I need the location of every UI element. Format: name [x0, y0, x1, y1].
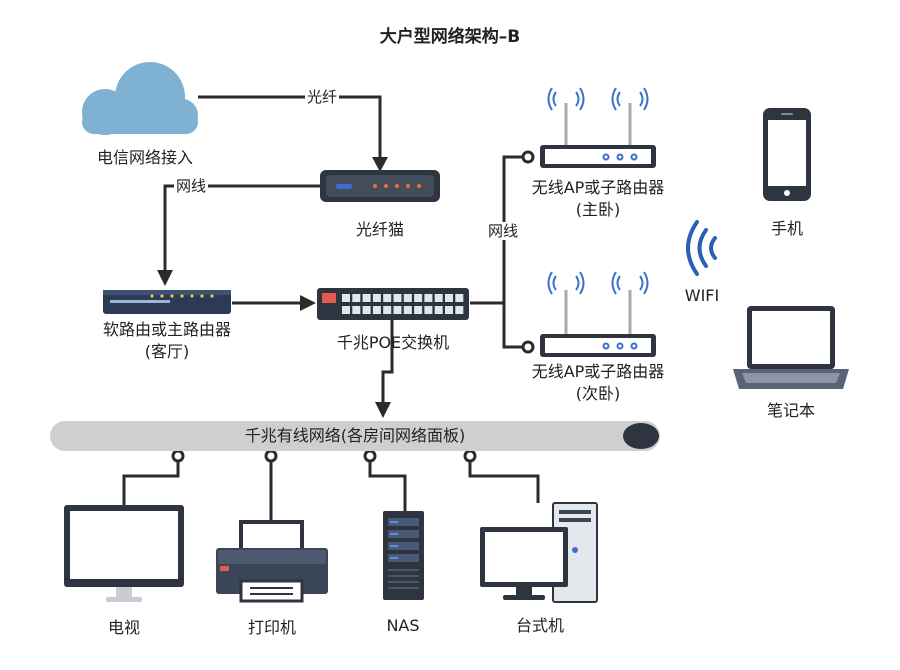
printer-label: 打印机 [247, 618, 296, 637]
modem-router-line [163, 184, 320, 275]
switch-port [434, 306, 443, 314]
nas-icon [383, 511, 424, 600]
poe-switch-icon [317, 288, 469, 320]
fiber-edge-label: 光纤 [305, 88, 340, 106]
phone-icon [763, 108, 811, 201]
arrowheads [157, 157, 391, 418]
switch-port [362, 294, 371, 302]
switch-port [403, 294, 412, 302]
switch-port [403, 306, 412, 314]
wifi-label: WIFI [684, 286, 720, 305]
network-bus [50, 421, 660, 451]
soft-router-location: (客厅) [144, 342, 190, 361]
switch-port [414, 294, 423, 302]
switch-port [342, 294, 350, 302]
port-circles [171, 150, 535, 463]
switch-bus-line [381, 320, 394, 408]
modem-router-edge-label: 网线 [174, 177, 209, 195]
tv-label: 电视 [107, 618, 140, 637]
ap-main-location: (主卧) [575, 200, 621, 219]
ap-second-icon [540, 271, 656, 357]
optical-modem-label: 光纤猫 [355, 220, 404, 239]
diagram-title: 大户型网络架构–B [379, 27, 521, 47]
soft-router-icon [103, 290, 231, 314]
switch-port [372, 294, 381, 302]
poe-switch-label: 千兆POE交换机 [336, 333, 450, 352]
switch-port [342, 306, 350, 314]
soft-router-label: 软路由或主路由器 [102, 320, 231, 339]
bus-desktop-line [468, 459, 540, 503]
optical-modem-icon [320, 170, 440, 202]
tv-icon [64, 505, 184, 602]
ap-second-label: 无线AP或子路由器 [531, 362, 665, 381]
switch-port [372, 306, 381, 314]
desktop-icon [480, 502, 598, 603]
isp-label: 电信网络接入 [96, 148, 193, 167]
switch-port [445, 294, 453, 302]
wifi-icon [686, 220, 717, 276]
nas-label: NAS [386, 616, 420, 635]
switch-port [455, 306, 464, 314]
switch-port [383, 294, 392, 302]
switch-port [434, 294, 443, 302]
ap-main-line [502, 155, 526, 303]
laptop-label: 笔记本 [766, 401, 815, 420]
switch-port [393, 294, 402, 302]
bus-nas-line [368, 459, 407, 511]
laptop-icon [733, 306, 849, 389]
phone-label: 手机 [770, 219, 803, 238]
ap-main-label: 无线AP或子路由器 [531, 178, 665, 197]
switch-port [414, 306, 423, 314]
switch-port [352, 294, 361, 302]
switch-port [424, 294, 433, 302]
desktop-label: 台式机 [515, 616, 564, 635]
switch-port [393, 306, 402, 314]
ap-second-location: (次卧) [575, 384, 621, 403]
fiber-line [198, 95, 382, 160]
switch-port [352, 306, 361, 314]
ap-main-icon [540, 87, 656, 168]
switch-port [362, 306, 371, 314]
cloud-icon [82, 62, 198, 135]
ap-second-line [502, 303, 526, 349]
switch-port [455, 294, 464, 302]
connection-lines [122, 95, 540, 522]
switch-port [383, 306, 392, 314]
switch-port [424, 306, 433, 314]
switch-port [445, 306, 453, 314]
printer-icon [216, 520, 328, 603]
bus-label: 千兆有线网络(各房间网络面板) [244, 426, 466, 445]
switch-ap-edge-label: 网线 [486, 222, 521, 240]
bus-tv-line [122, 459, 180, 505]
